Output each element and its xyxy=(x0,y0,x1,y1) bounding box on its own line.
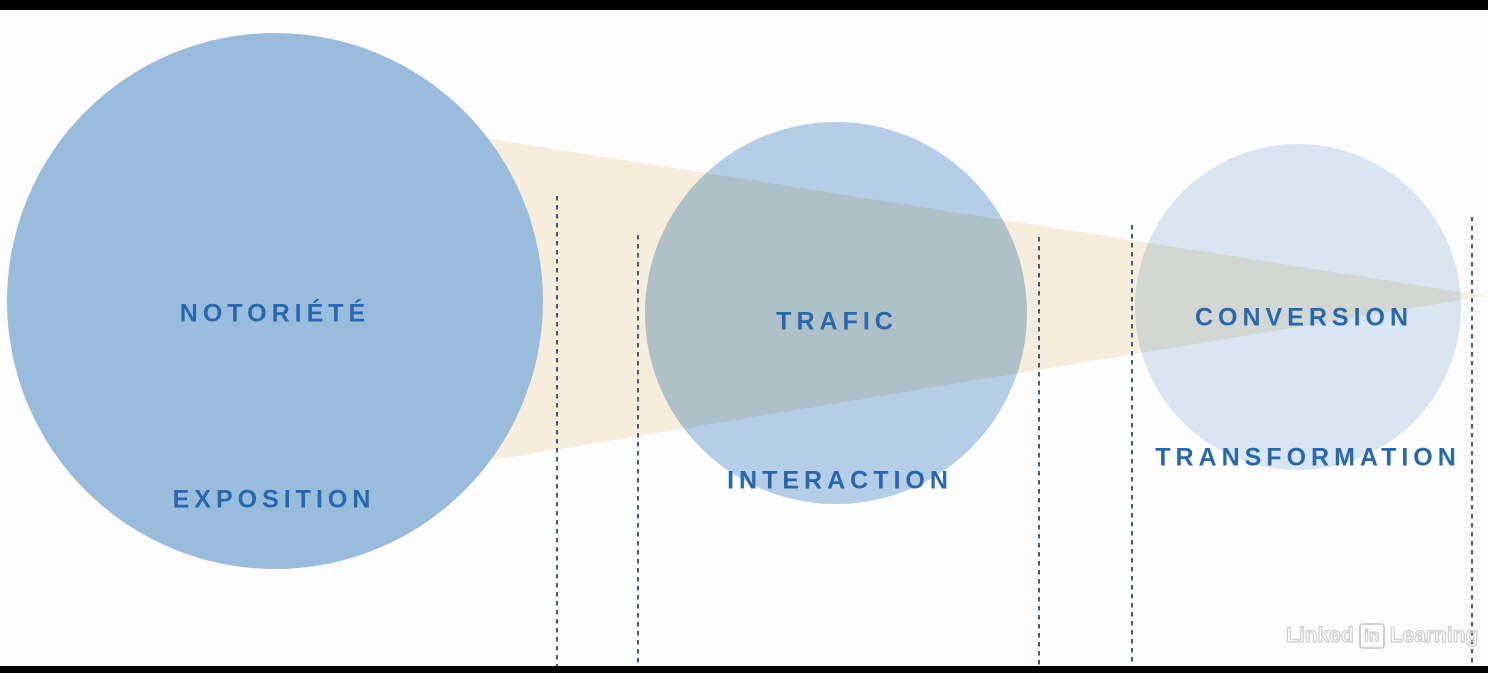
label-transformation: TRANSFORMATION xyxy=(1155,443,1461,472)
divider-dashed-line-2 xyxy=(637,235,639,667)
label-conversion: CONVERSION xyxy=(1194,303,1414,332)
divider-dashed-line-5 xyxy=(1471,217,1473,667)
label-interaction: INTERACTION xyxy=(727,466,953,495)
label-exposition: EXPOSITION xyxy=(172,485,376,514)
divider-dashed-line-3 xyxy=(1038,237,1040,667)
label-notoriete: NOTORIÉTÉ xyxy=(179,299,371,328)
linkedin-in-logo-icon: in xyxy=(1358,623,1385,649)
watermark-learning-text: Learning xyxy=(1389,623,1479,647)
circle-notoriete xyxy=(7,33,543,569)
linkedin-learning-watermark: Linked in Learning xyxy=(1285,620,1479,652)
top-letterbox-bar xyxy=(0,0,1488,10)
watermark-linked-text: Linked xyxy=(1285,623,1354,647)
divider-dashed-line-4 xyxy=(1131,225,1133,667)
divider-dashed-line-1 xyxy=(556,196,558,667)
bottom-letterbox-bar xyxy=(0,666,1488,673)
label-trafic: TRAFIC xyxy=(776,307,898,336)
